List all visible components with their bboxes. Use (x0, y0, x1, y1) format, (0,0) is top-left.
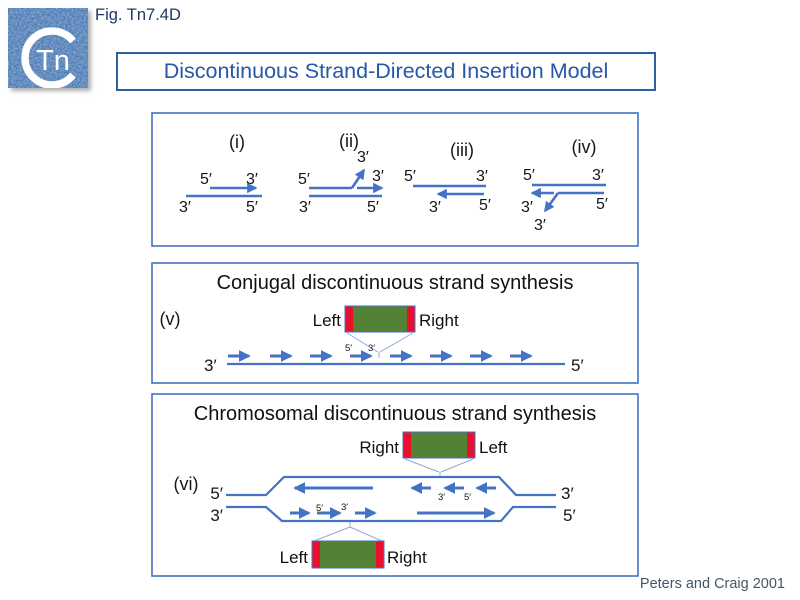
step-v-label: (v) (160, 309, 181, 329)
transposon-end-right (376, 541, 384, 568)
insertion-site-pointer-bottom (313, 522, 383, 542)
five-prime-small-label: 5′ (345, 343, 352, 354)
five-prime-label: 5′ (571, 356, 584, 375)
three-prime-small-label: 3′ (438, 492, 445, 503)
right-end-label: Right (419, 311, 459, 330)
left-end-label: Left (280, 548, 309, 567)
left-end-label: Left (313, 311, 342, 330)
three-prime-small-label: 3′ (341, 502, 348, 513)
five-prime-small-label: 5′ (316, 503, 323, 514)
slide-title: Discontinuous Strand-Directed Insertion … (116, 52, 656, 91)
five-prime-label: 5′ (596, 196, 608, 213)
transposon-end-right (407, 306, 415, 332)
flipped-out-arrow (350, 168, 366, 189)
transposon-body (403, 432, 475, 458)
step-vi-label: (vi) (174, 474, 199, 494)
transposon-outline (344, 305, 416, 333)
three-prime-label: 3′ (179, 199, 191, 216)
five-prime-label: 5′ (479, 197, 491, 214)
five-prime-label: 5′ (246, 199, 258, 216)
three-prime-label: 3′ (299, 199, 311, 216)
three-prime-label: 3′ (210, 506, 223, 525)
transposon-end-left (312, 541, 320, 568)
three-prime-label: 3′ (429, 199, 441, 216)
step-iii-label: (iii) (450, 140, 474, 160)
flipped-out-arrow (543, 192, 560, 213)
three-prime-label: 3′ (592, 167, 604, 184)
five-prime-label: 5′ (298, 171, 310, 188)
transposon-end-left (345, 306, 353, 332)
panel-chromosomal: Chromosomal discontinuous strand synthes… (151, 393, 639, 577)
step-ii: (ii) 5′ 3′ 3′ 3′ 5′ (298, 131, 384, 216)
panel-chromosomal-border (151, 393, 639, 577)
transposon-box-bottom (311, 540, 385, 569)
left-end-label: Left (479, 438, 508, 457)
transposon-body (312, 541, 384, 568)
five-prime-label: 5′ (563, 506, 576, 525)
five-prime-small-label: 5′ (464, 492, 471, 503)
transposon-end-left (403, 432, 411, 458)
step-iv-label: (iv) (572, 137, 597, 157)
five-prime-label: 5′ (523, 167, 535, 184)
five-prime-label: 5′ (404, 168, 416, 185)
tn-logo-art: Tn (8, 8, 88, 89)
transposon-end-right (467, 432, 475, 458)
three-prime-label: 3′ (246, 171, 258, 188)
three-prime-label: 3′ (534, 217, 546, 234)
five-prime-label: 5′ (200, 171, 212, 188)
bubble-bottom-strand (226, 505, 556, 523)
transposon-body (345, 306, 415, 332)
three-prime-small-label: 3′ (368, 343, 375, 354)
three-prime-label: 3′ (372, 168, 384, 185)
transposon-outline (402, 431, 476, 459)
panel-chromosomal-title: Chromosomal discontinuous strand synthes… (194, 403, 596, 425)
panel-conjugal: Conjugal discontinuous strand synthesis … (151, 262, 639, 384)
three-prime-label: 3′ (521, 199, 533, 216)
three-prime-label: 3′ (561, 484, 574, 503)
logo-tn-text: Tn (36, 45, 70, 77)
step-i-label: (i) (229, 132, 245, 152)
step-iii: (iii) 5′ 3′ 3′ 5′ (404, 140, 491, 216)
panel-steps-border (151, 112, 639, 247)
logo-speckle-texture (8, 8, 88, 88)
insertion-site-pointer (346, 332, 414, 358)
tn-logo: Tn (8, 8, 88, 89)
step-i: (i) 5′ 3′ 3′ 5′ (179, 132, 262, 216)
panel-insertion-steps: (i) 5′ 3′ 3′ 5′ (ii) 5′ 3′ 3′ 3′ 5′ (151, 112, 639, 247)
figure-label: Fig. Tn7.4D (95, 6, 181, 24)
step-iv: (iv) 5′ 3′ 5′ 3′ 3′ (521, 137, 608, 234)
bubble-top-strand (226, 475, 556, 497)
three-prime-label: 3′ (204, 356, 217, 375)
logo-c-glyph (21, 27, 76, 89)
right-end-label: Right (359, 438, 399, 457)
panel-conjugal-title: Conjugal discontinuous strand synthesis (217, 272, 574, 294)
step-ii-label: (ii) (339, 131, 359, 151)
transposon-box (344, 305, 416, 333)
citation: Peters and Craig 2001 (639, 576, 785, 592)
five-prime-label: 5′ (367, 199, 379, 216)
transposon-box-top (402, 431, 476, 459)
five-prime-label: 5′ (210, 484, 223, 503)
transposon-outline (311, 540, 385, 569)
three-prime-label: 3′ (476, 168, 488, 185)
three-prime-label: 3′ (357, 149, 369, 166)
right-end-label: Right (387, 548, 427, 567)
